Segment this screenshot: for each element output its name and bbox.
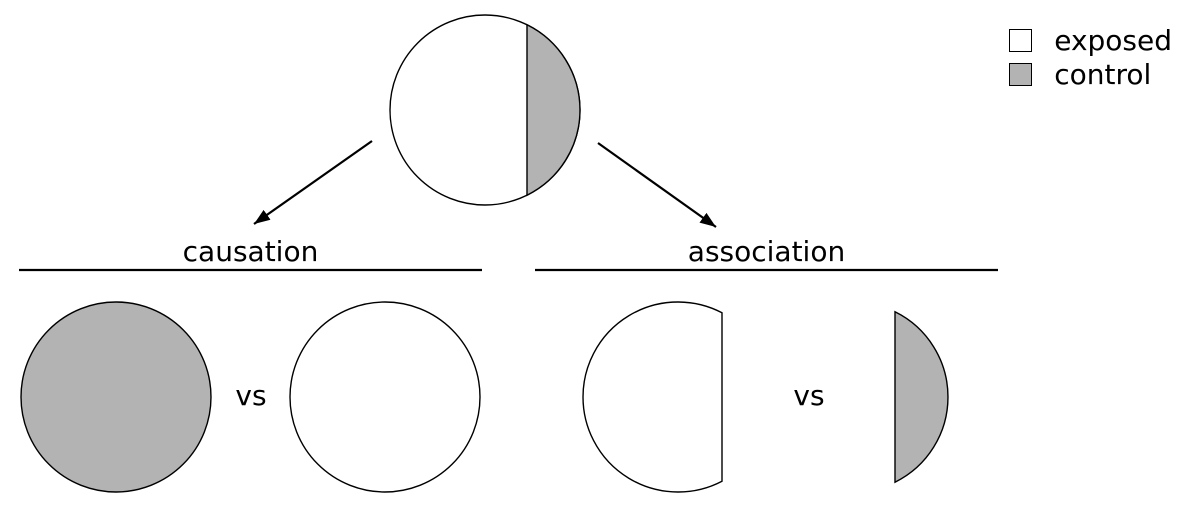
causation-exposed-circle [289,301,481,493]
legend: exposed control [1009,24,1172,91]
causation-label: causation [182,235,319,268]
association-label: association [687,235,846,268]
association-exposed-segment [582,301,723,493]
causation-vs-label: vs [235,379,267,412]
legend-item-control: control [1009,58,1172,91]
control-segment [526,23,581,197]
causation-control-circle [20,301,212,493]
association-arrow [597,142,717,228]
legend-item-exposed: exposed [1009,24,1172,57]
causation-arrow [253,140,373,225]
exposed-swatch-icon [1009,29,1033,52]
association-vs-label: vs [793,379,825,412]
control-legend-label: control [1054,58,1152,91]
exposed-legend-label: exposed [1054,24,1172,57]
control-swatch-icon [1009,63,1033,86]
association-control-segment [894,310,949,484]
